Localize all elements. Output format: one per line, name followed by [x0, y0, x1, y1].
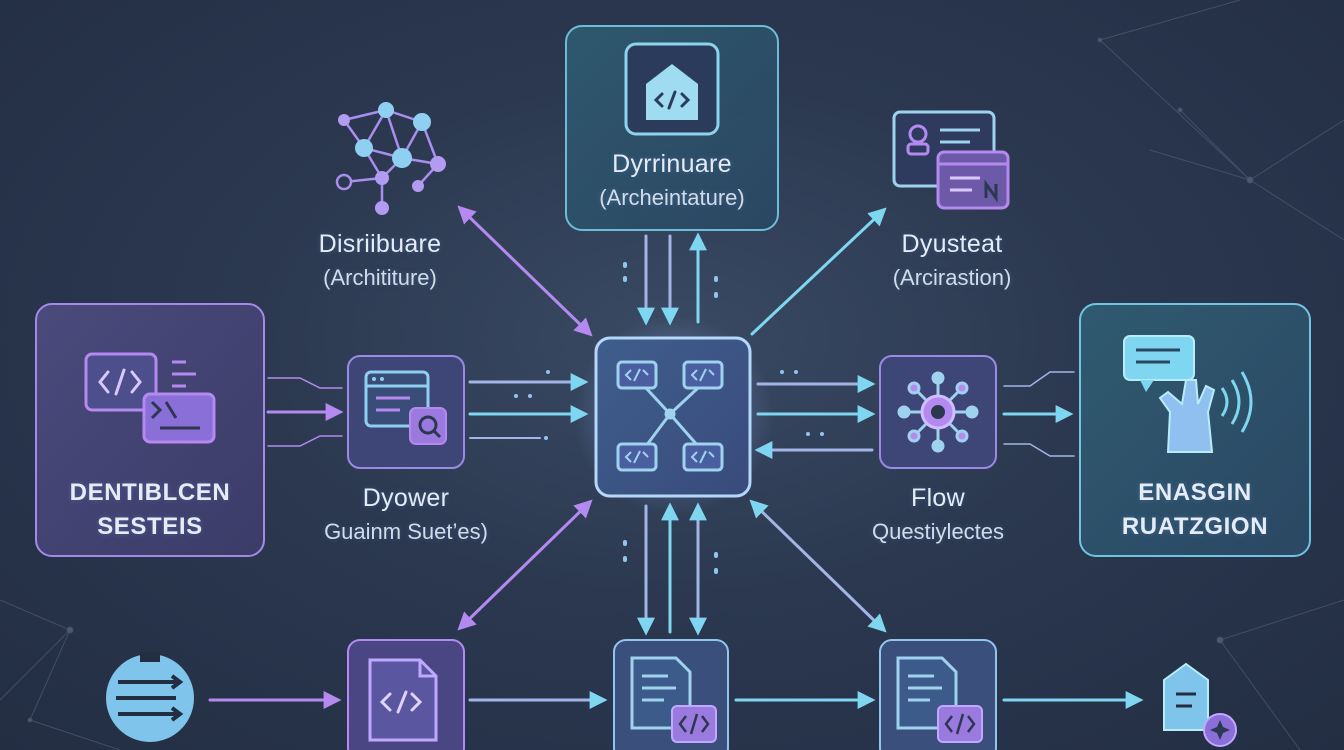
- flow-dots: [514, 262, 824, 574]
- connector-left-1: [267, 377, 343, 389]
- mid-right-subtitle: Questiylectes: [871, 519, 1005, 544]
- bottom-node-3[interactable]: [613, 639, 729, 750]
- top-center-subtitle: (Archeintature): [599, 185, 745, 210]
- gear-network-icon: [897, 371, 979, 453]
- left-box-label: DENTIBLCEN SESTEIS: [36, 476, 264, 544]
- left-box-line1: DENTIBLCEN: [69, 479, 231, 506]
- top-right-subtitle: (Arcirastion): [892, 265, 1012, 290]
- hand-signal-icon: [1123, 335, 1253, 453]
- connector-right-3: [1003, 443, 1075, 457]
- top-left-title: Disriibuare: [318, 230, 442, 258]
- arrow-hub-bottomleft: [457, 499, 593, 631]
- mid-left-label: Dyower Guainm Suet’es): [296, 484, 516, 545]
- left-box-line2: SESTEIS: [97, 513, 203, 540]
- arrow-hub-bottomright: [749, 499, 887, 633]
- connectors: [208, 205, 1144, 709]
- connector-right-1: [1003, 371, 1075, 387]
- node-right-box[interactable]: [1079, 303, 1311, 557]
- code-file-icon: [368, 658, 438, 742]
- top-left-subtitle: (Archititure): [323, 265, 437, 290]
- bottom-node-4[interactable]: [879, 639, 997, 750]
- document-code-icon: [896, 656, 983, 743]
- bottom-node-2[interactable]: [347, 639, 465, 750]
- right-box-line2: RUATZGION: [1121, 513, 1269, 540]
- code-document-icon: [624, 42, 720, 136]
- bottom-node-5[interactable]: [1163, 662, 1237, 747]
- top-right-label: Dyusteat (Arcirastion): [852, 230, 1052, 291]
- top-center-label: Dyrrinuare (Archeintature): [566, 150, 778, 211]
- right-box-label: ENASGIN RUATZGION: [1080, 476, 1310, 544]
- node-mid-left[interactable]: [347, 355, 465, 469]
- mid-right-label: Flow Questiylectes: [838, 484, 1038, 545]
- flow-arrows-icon: [106, 652, 194, 742]
- connector-left-3: [267, 435, 343, 447]
- right-box-line1: ENASGIN: [1138, 479, 1252, 506]
- browser-search-icon: [364, 370, 447, 445]
- code-windows-icon: [84, 352, 216, 444]
- central-hub[interactable]: [574, 316, 774, 516]
- code-hub-icon: [616, 360, 724, 472]
- network-graph-icon: [335, 102, 446, 215]
- mid-right-title: Flow: [911, 484, 965, 512]
- bottom-node-1[interactable]: [106, 652, 194, 742]
- top-left-label: Disriibuare (Archititure): [280, 230, 480, 291]
- tag-badge-icon: [1163, 662, 1237, 747]
- top-right-title: Dyusteat: [901, 230, 1003, 258]
- mid-left-title: Dyower: [362, 484, 450, 512]
- node-mid-right[interactable]: [879, 355, 997, 469]
- profile-cards-icon: [892, 110, 1010, 210]
- arrow-hub-topleft: [457, 205, 593, 337]
- node-left-box[interactable]: [35, 303, 265, 557]
- document-code-icon: [630, 656, 717, 743]
- mid-left-subtitle: Guainm Suet’es): [324, 519, 488, 544]
- node-top-center[interactable]: [565, 25, 779, 231]
- top-center-title: Dyrrinuare: [612, 150, 732, 178]
- arrow-hub-topright: [750, 207, 887, 336]
